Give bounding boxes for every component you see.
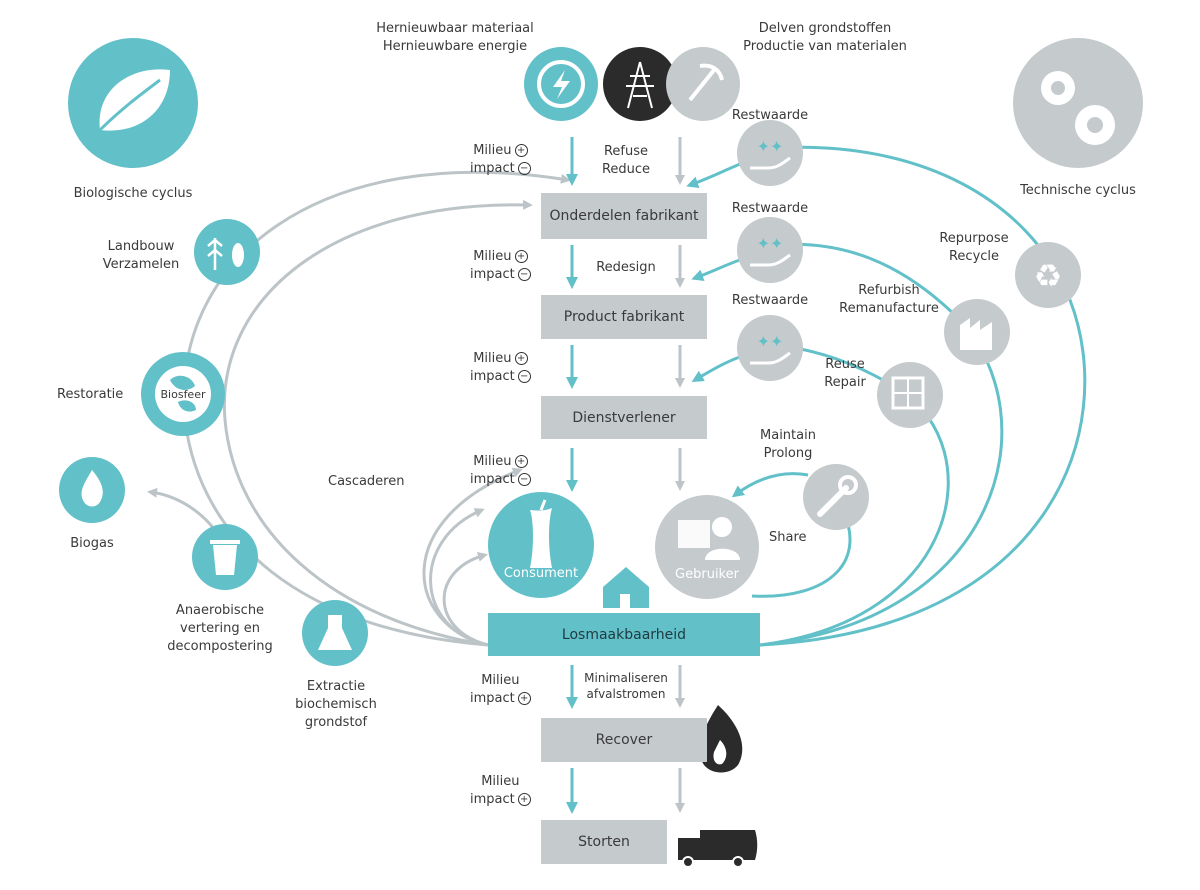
milieu-impact-1: Milieu+ impact− (470, 142, 531, 178)
house-icon (603, 567, 649, 608)
renewable-material: Hernieuwbaar materiaal (376, 21, 534, 36)
flask-icon (302, 600, 368, 666)
refuse: Refuse (603, 144, 649, 159)
pickaxe-icon (666, 47, 740, 121)
renewable-label: Hernieuwbaar materiaal Hernieuwbare ener… (340, 20, 570, 56)
minimaliseren: Minimaliseren (584, 671, 668, 685)
remanufacture: Remanufacture (839, 301, 939, 316)
svg-text:✦✦: ✦✦ (757, 137, 784, 156)
biogas-label: Biogas (70, 536, 114, 551)
landbouw-label: Landbouw Verzamelen (86, 238, 196, 274)
product-fabrikant-box: Product fabrikant (541, 295, 707, 339)
refuse-reduce-label: Refuse Reduce (590, 143, 662, 179)
biological-cycle-label: Biologische cyclus (73, 186, 193, 201)
repair: Repair (824, 375, 866, 390)
extractie-2: biochemisch (295, 697, 377, 712)
garbage-truck-icon (678, 830, 758, 868)
minimaliseren-label: Minimaliseren afvalstromen (578, 670, 674, 702)
consument-label: Consument (503, 566, 579, 581)
milieu-impact-4: Milieu+ impact− (470, 453, 531, 489)
extractie-1: Extractie (306, 679, 366, 694)
apple-core-icon (488, 492, 594, 598)
hand-sparkle-icon: ✦✦ (737, 120, 803, 186)
maintain: Maintain (760, 428, 816, 443)
reuse: Reuse (825, 357, 865, 372)
leaf-icon (68, 38, 198, 168)
milieu-impact-2: Milieu+ impact− (470, 248, 531, 284)
extractie-3: grondstof (304, 715, 368, 730)
restwaarde-label-1: Restwaarde (731, 108, 809, 123)
extraction-mining: Delven grondstoffen (758, 21, 892, 36)
technical-cycle-label: Technische cyclus (1020, 183, 1136, 198)
recycle-icon: ♻ (1015, 242, 1081, 308)
refurbish: Refurbish (858, 283, 920, 298)
milieu-impact-5: Milieu impact+ (470, 672, 531, 708)
redesign-label: Redesign (596, 260, 656, 275)
anaerobisch-2: vertering en (180, 621, 260, 636)
restwaarde-label-3: Restwaarde (731, 293, 809, 308)
restoratie-label: Restoratie (57, 387, 124, 402)
svg-text:✦✦: ✦✦ (757, 234, 784, 253)
flame-icon (699, 705, 743, 773)
gears-icon (1013, 38, 1143, 168)
globe-icon (141, 352, 225, 436)
milieu-impact-3: Milieu+ impact− (470, 350, 531, 386)
storten-box: Storten (541, 820, 667, 864)
verzamelen: Verzamelen (102, 257, 180, 272)
landbouw: Landbouw (107, 239, 175, 254)
maintain-prolong-label: Maintain Prolong (748, 427, 828, 463)
anaerobisch-3: decompostering (167, 639, 273, 654)
hand-sparkle-icon: ✦✦ (737, 217, 803, 283)
anaerobisch-1: Anaerobische (175, 603, 265, 618)
factory-icon (944, 299, 1010, 365)
svg-text:✦✦: ✦✦ (757, 332, 784, 351)
cascaderen-label: Cascaderen (328, 474, 405, 489)
extraction-label: Delven grondstoffen Productie van materi… (710, 20, 940, 56)
gebruiker-icon (655, 495, 759, 599)
hand-sparkle-icon: ✦✦ (737, 315, 803, 381)
extractie-label: Extractie biochemisch grondstof (276, 678, 396, 732)
wheat-fish-icon (194, 219, 260, 285)
svg-text:♻: ♻ (1034, 257, 1063, 295)
afvalstromen: afvalstromen (586, 687, 666, 701)
gebruiker-label: Gebruiker (675, 567, 739, 582)
losmaakbaarheid-box: Losmaakbaarheid (488, 613, 760, 656)
repurpose-recycle-label: Repurpose Recycle (920, 230, 1028, 266)
repurpose: Repurpose (939, 231, 1009, 246)
recycle: Recycle (948, 249, 1000, 264)
power-pylon-icon (603, 47, 677, 121)
onderdelen-fabrikant-box: Onderdelen fabrikant (541, 193, 707, 239)
reuse-repair-label: Reuse Repair (810, 356, 880, 392)
biosfeer-label: Biosfeer (160, 388, 206, 401)
compost-bin-icon (192, 524, 258, 590)
reduce: Reduce (601, 162, 651, 177)
milieu-impact-6: Milieu impact+ (470, 773, 531, 809)
dienstverlener-box: Dienstverlener (541, 396, 707, 439)
refurbish-label: Refurbish Remanufacture (826, 282, 952, 318)
restwaarde-label-2: Restwaarde (731, 201, 809, 216)
flame-icon (59, 457, 125, 523)
renewable-energy-icon (524, 47, 598, 121)
solar-panel-icon (877, 362, 943, 428)
wrench-icon (803, 464, 869, 530)
vertical-arrows (566, 137, 685, 814)
recover-box: Recover (541, 718, 707, 762)
anaerobisch-label: Anaerobische vertering en decompostering (150, 602, 290, 656)
share-label: Share (769, 530, 807, 545)
extraction-production: Productie van materialen (743, 39, 907, 54)
prolong: Prolong (763, 446, 813, 461)
renewable-energy: Hernieuwbare energie (382, 39, 528, 54)
